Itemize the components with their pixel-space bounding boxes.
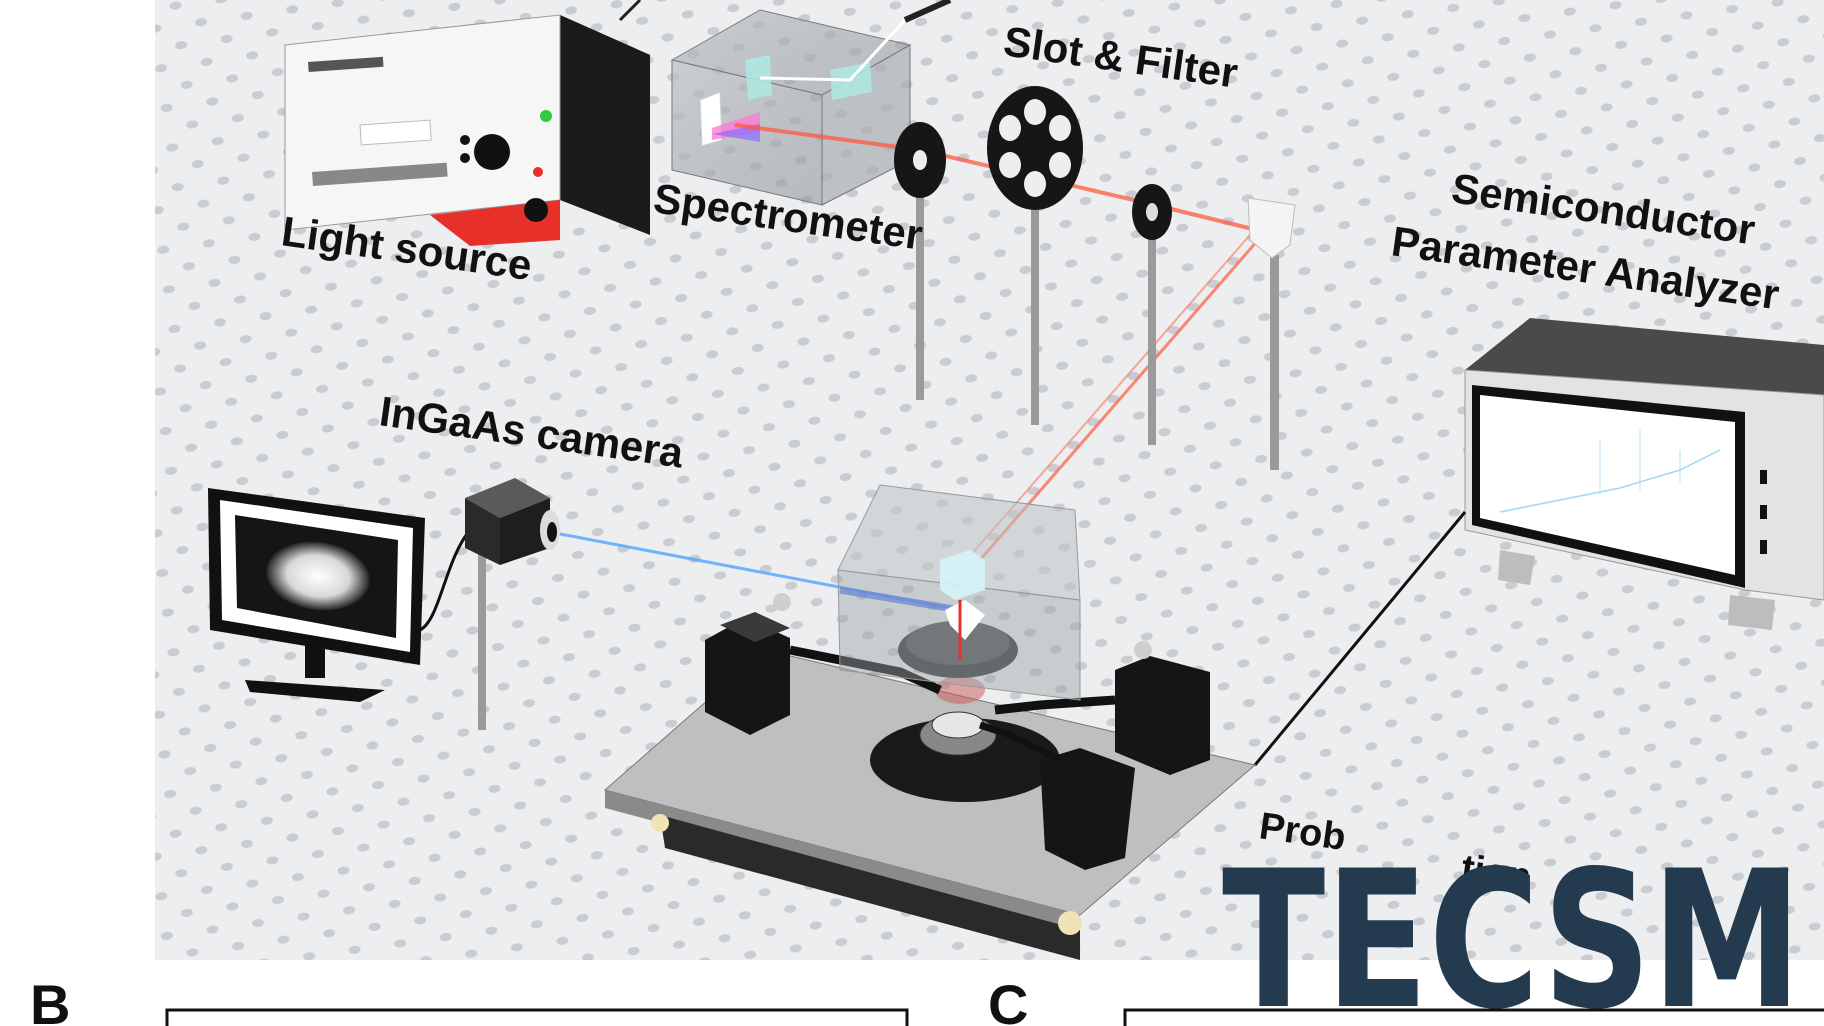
panel-letter-c: C [988,973,1028,1026]
filter-wheel [987,86,1083,425]
probe-station-label-part-b: tion [1459,847,1534,898]
panel-letter-b: B [30,973,70,1026]
spectrometer-cable [903,0,952,23]
ingaas-camera [465,478,560,730]
monitor-cable [419,529,472,632]
aperture-mount [894,122,946,400]
probe-station [603,484,1257,960]
semiconductor-parameter-analyzer [1464,318,1824,630]
lens-mount [1132,184,1172,445]
mirror-mount [1247,197,1296,470]
lightsource-cable [618,0,642,22]
panel-b-frame [165,1008,909,1026]
spectrometer [670,9,912,206]
panel-c-frame [1123,1008,1824,1026]
camera-beam-core [839,586,961,614]
light-source [284,14,650,246]
watermark: TECSM [1222,830,1802,1026]
analyzer-cable [1253,511,1467,766]
monitor [208,488,425,702]
